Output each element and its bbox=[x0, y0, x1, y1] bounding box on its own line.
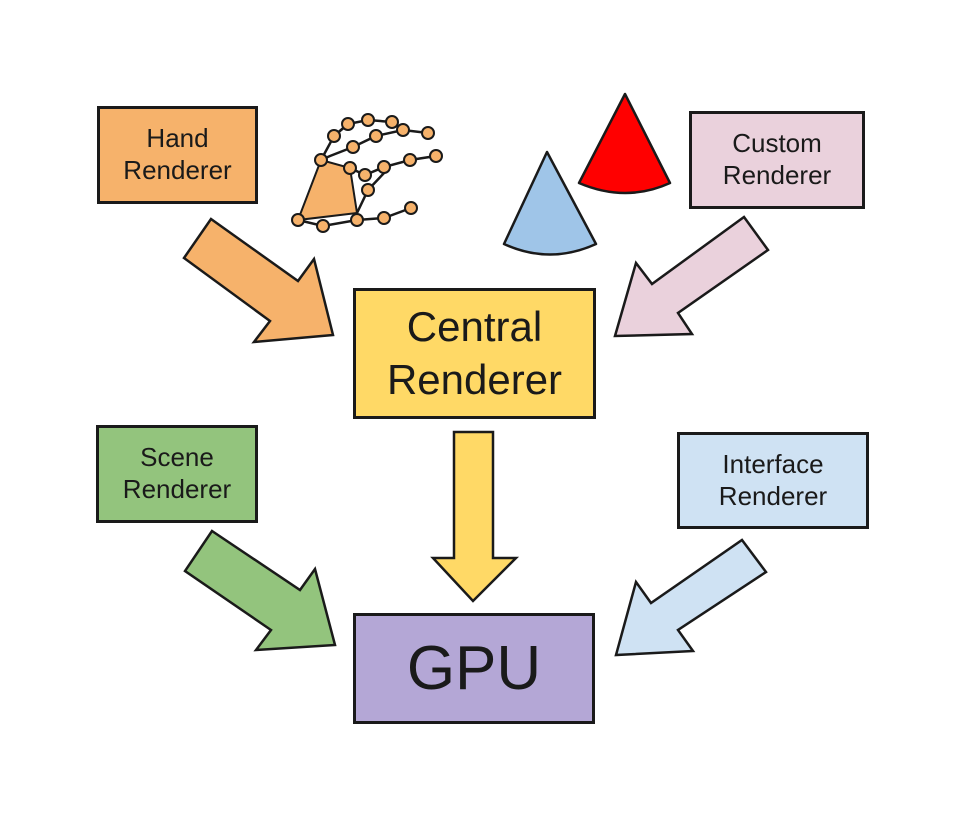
central-renderer-label-line1: Central bbox=[406, 303, 543, 350]
gpu-box: GPU bbox=[353, 613, 595, 724]
arrow-custom-to-central bbox=[613, 215, 770, 338]
interface-renderer-label: Interface Renderer bbox=[719, 449, 827, 512]
arrow-hand-to-central bbox=[182, 217, 335, 344]
custom-renderer-label-line2: Renderer bbox=[722, 160, 832, 190]
scene-renderer-label-line1: Scene bbox=[140, 442, 214, 473]
red-cone-shape bbox=[577, 92, 672, 195]
scene-renderer-box: Scene Renderer bbox=[96, 425, 258, 523]
arrow-interface-to-gpu bbox=[614, 538, 768, 657]
custom-renderer-label: Custom Renderer bbox=[723, 128, 831, 191]
interface-renderer-label-line2: Renderer bbox=[718, 480, 828, 511]
scene-renderer-label-line2: Renderer bbox=[122, 474, 232, 504]
hand-renderer-label-line2: Renderer bbox=[123, 155, 232, 185]
interface-renderer-box: Interface Renderer bbox=[677, 432, 869, 529]
gpu-label: GPU bbox=[406, 633, 542, 703]
hand-renderer-label: Hand Renderer bbox=[123, 123, 231, 186]
hand-renderer-box: Hand Renderer bbox=[97, 106, 258, 204]
blue-cone-icon bbox=[502, 150, 598, 256]
red-cone-icon bbox=[577, 92, 672, 195]
hand-joints bbox=[291, 113, 443, 233]
interface-renderer-label-line1: Interface bbox=[722, 448, 824, 479]
arrow-central-to-gpu bbox=[430, 430, 520, 603]
central-renderer-label: Central Renderer bbox=[387, 301, 562, 406]
central-renderer-box: Central Renderer bbox=[353, 288, 596, 419]
scene-renderer-label: Scene Renderer bbox=[123, 442, 231, 505]
arrow-scene-to-gpu bbox=[183, 529, 337, 652]
hand-renderer-label-line1: Hand bbox=[146, 123, 209, 154]
custom-renderer-label-line1: Custom bbox=[732, 128, 822, 159]
hand-skeleton-icon bbox=[291, 113, 443, 233]
blue-cone-shape bbox=[502, 150, 598, 256]
central-renderer-label-line2: Renderer bbox=[386, 355, 563, 403]
custom-renderer-box: Custom Renderer bbox=[689, 111, 865, 209]
